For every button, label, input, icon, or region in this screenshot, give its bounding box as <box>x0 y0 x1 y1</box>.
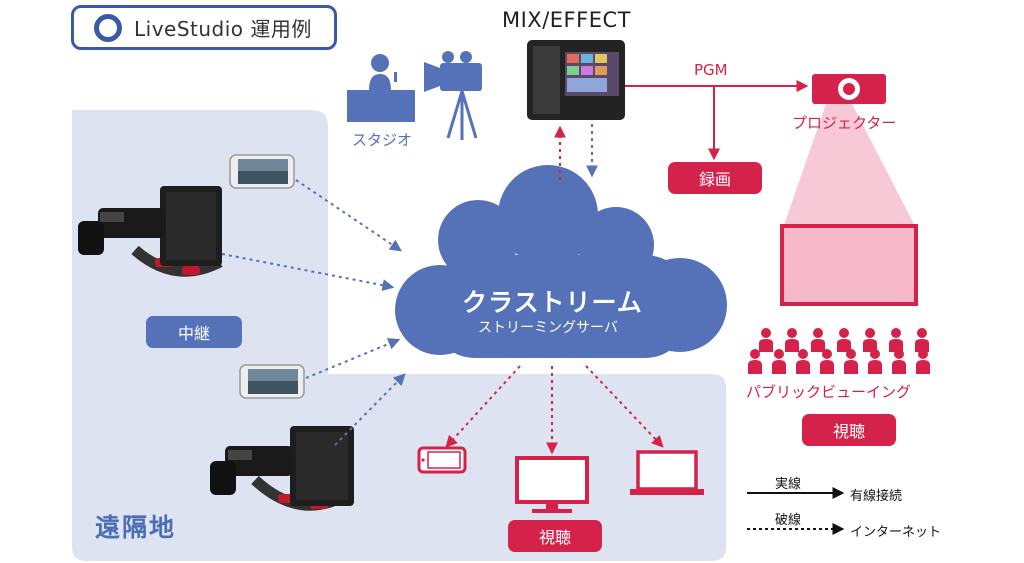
circle-icon <box>94 13 122 42</box>
viewing-label-right: 視聴 <box>832 422 865 441</box>
remote-label: 遠隔地 <box>95 513 177 542</box>
pgm-label: PGM <box>694 61 728 79</box>
viewing-badge-right: 視聴 <box>802 414 896 446</box>
cloud-server <box>395 165 727 358</box>
internet-output-arrows <box>445 365 664 455</box>
smartphone-icon <box>239 364 305 399</box>
projector-icon <box>812 74 886 104</box>
recording-badge: 録画 <box>668 162 762 194</box>
legend-dotted-label: 破線 <box>775 513 802 528</box>
studio-presenter-icon <box>347 54 415 122</box>
monitor-icon <box>515 456 589 513</box>
mix-effect-label: MIX/EFFECT <box>502 8 631 32</box>
smartphone-icon <box>229 154 295 189</box>
projection-screen <box>780 224 918 306</box>
cloud-title: クラストリーム <box>462 288 643 317</box>
recording-label: 録画 <box>698 170 731 189</box>
smartphone-icon <box>417 446 467 474</box>
relay-label: 中継 <box>177 324 210 343</box>
switcher-pc-icon <box>527 40 625 120</box>
legend-solid-desc: 有線接続 <box>850 489 903 504</box>
viewing-badge-bottom: 視聴 <box>508 520 602 552</box>
page-title: LiveStudio 運用例 <box>134 17 312 41</box>
camcorder-icon <box>78 186 223 277</box>
public-viewing-label: パブリックビューイング <box>746 383 912 401</box>
camcorder-icon <box>210 426 354 511</box>
viewing-label-bottom: 視聴 <box>538 528 571 547</box>
cloud-subtitle: ストリーミングサーバ <box>478 320 618 336</box>
audience-icon <box>748 328 930 374</box>
studio-label: スタジオ <box>352 131 413 149</box>
video-camera-icon <box>424 51 482 140</box>
legend-dotted-desc: インターネット <box>850 525 942 540</box>
internet-input-arrows <box>221 179 406 446</box>
projector-label: プロジェクター <box>792 114 897 132</box>
relay-badge: 中継 <box>146 316 242 348</box>
legend-solid-label: 実線 <box>775 477 802 492</box>
laptop-icon <box>630 450 704 495</box>
projector-beam <box>783 104 916 228</box>
title-box: LiveStudio 運用例 <box>71 5 337 50</box>
